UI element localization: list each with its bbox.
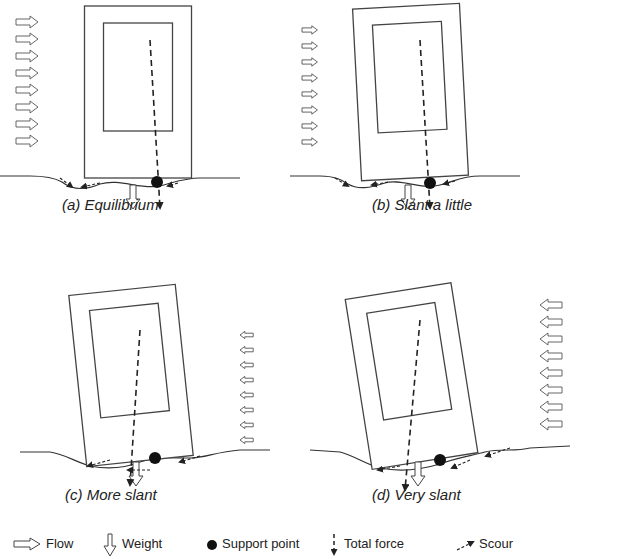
legend-text: Weight [122, 536, 162, 551]
panel-caption: (c) More slant [65, 486, 157, 503]
flow-arrow [540, 333, 562, 345]
block-outer [85, 6, 192, 178]
flow-arrow [16, 84, 38, 96]
flow-arrow [302, 42, 317, 50]
scour-arrow [452, 460, 470, 468]
flow-arrow [16, 135, 38, 147]
support-point [151, 176, 163, 188]
caisson-block [353, 3, 469, 180]
flow-arrow [540, 384, 562, 396]
block-inner [367, 303, 452, 420]
support-point [149, 452, 161, 464]
panel-caption: (b) Slant a little [372, 196, 472, 213]
scour-arrow [60, 178, 72, 187]
scour-arrow [180, 456, 200, 462]
block-inner [104, 23, 173, 131]
flow-arrow [240, 331, 253, 338]
flow-arrow [16, 101, 38, 113]
legend-text: Total force [344, 536, 404, 551]
flow-arrow [240, 391, 253, 398]
flow-arrow [540, 418, 562, 430]
scour-arrow [444, 181, 455, 184]
panel-caption: (d) Very slant [372, 486, 461, 503]
scour-arrow [335, 178, 348, 186]
flow-arrow [16, 118, 38, 130]
total-force-symbol [333, 534, 335, 554]
scour-arrow [378, 466, 400, 470]
panel-caption: (a) Equilibrium [62, 196, 159, 213]
scour-arrow [372, 182, 388, 185]
legend-text: Support point [222, 536, 299, 551]
block-outer [353, 3, 469, 180]
flow-arrow [240, 436, 253, 443]
support-point [424, 177, 436, 189]
scour-symbol [457, 542, 473, 550]
flow-arrow [302, 58, 317, 66]
panel-figure [290, 3, 520, 209]
flow-arrow [302, 122, 317, 130]
flow-arrow [240, 346, 253, 353]
scour-arrow [88, 460, 110, 466]
flow-arrow [302, 106, 317, 114]
panel-figure [310, 283, 570, 490]
flow-arrow [16, 16, 38, 28]
support-point-symbol [207, 540, 217, 550]
flow-symbol [14, 538, 40, 550]
flow-arrow [302, 90, 317, 98]
flow-arrow [240, 406, 253, 413]
flow-arrow [16, 33, 38, 45]
panel-figure [0, 6, 240, 209]
total-force-arrow [130, 330, 140, 485]
support-point [434, 454, 446, 466]
panel-figure [20, 284, 270, 486]
flow-arrow [240, 376, 253, 383]
flow-arrow [540, 401, 562, 413]
scour-arrow [168, 183, 178, 186]
caisson-block [345, 283, 478, 470]
scour-arrow [82, 183, 100, 187]
legend-text: Flow [46, 536, 73, 551]
flow-arrow [302, 74, 317, 82]
flow-arrow [302, 26, 317, 34]
scour-arrow [486, 448, 510, 456]
flow-arrow [540, 299, 562, 311]
flow-arrow [302, 138, 317, 146]
flow-arrow [16, 50, 38, 62]
flow-arrow [540, 367, 562, 379]
legend-symbols [14, 534, 473, 556]
caisson-block [69, 284, 193, 466]
flow-arrow [240, 361, 253, 368]
flow-arrow [240, 421, 253, 428]
block-inner [89, 303, 169, 418]
block-outer [345, 283, 478, 470]
total-force-arrow [405, 320, 420, 490]
flow-arrow [540, 350, 562, 362]
caisson-block [85, 6, 192, 178]
weight-symbol [104, 534, 116, 556]
flow-arrow [540, 316, 562, 328]
flow-arrow [16, 67, 38, 79]
block-inner [372, 21, 447, 132]
block-outer [69, 284, 193, 466]
weight-arrow [411, 462, 425, 486]
scour-arrow [128, 469, 150, 470]
legend-text: Scour [479, 536, 513, 551]
